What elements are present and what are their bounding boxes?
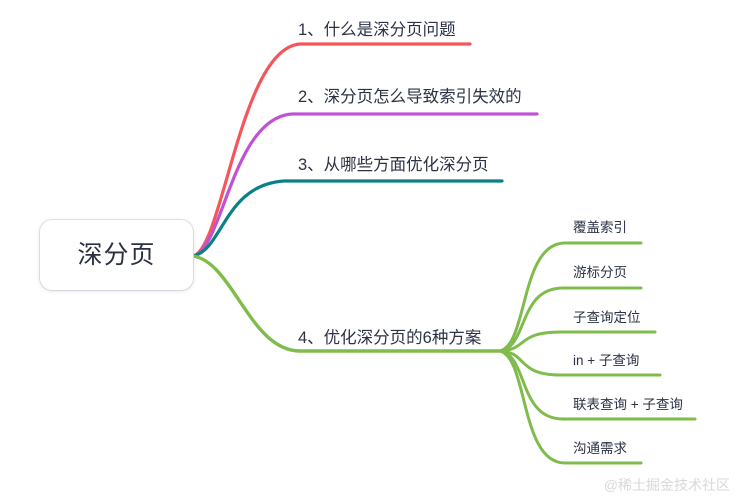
sub-branch-label-3[interactable]: 子查询定位 <box>573 310 641 325</box>
branch-label-1[interactable]: 1、什么是深分页问题 <box>298 21 456 39</box>
sub-branch-edge-1 <box>498 241 643 353</box>
branch-edge-1 <box>191 42 472 258</box>
sub-branch-label-5[interactable]: 联表查询 + 子查询 <box>573 397 683 412</box>
watermark: @稀土掘金技术社区 <box>603 477 730 493</box>
branch-edge-3 <box>191 179 504 258</box>
root-node-label: 深分页 <box>77 240 156 269</box>
branch-label-4[interactable]: 4、优化深分页的6种方案 <box>298 329 482 347</box>
branch-label-3[interactable]: 3、从哪些方面优化深分页 <box>298 156 489 174</box>
sub-branch-label-1[interactable]: 覆盖索引 <box>573 220 627 235</box>
sub-branch-label-2[interactable]: 游标分页 <box>573 265 627 280</box>
sub-branch-label-4[interactable]: in + 子查询 <box>573 353 640 368</box>
branch-edge-2 <box>191 112 539 258</box>
sub-branch-label-6[interactable]: 沟通需求 <box>573 441 627 456</box>
branch-label-2[interactable]: 2、深分页怎么导致索引失效的 <box>298 88 522 106</box>
sub-branch-edge-3 <box>498 330 657 353</box>
root-node[interactable]: 深分页 <box>40 220 193 290</box>
